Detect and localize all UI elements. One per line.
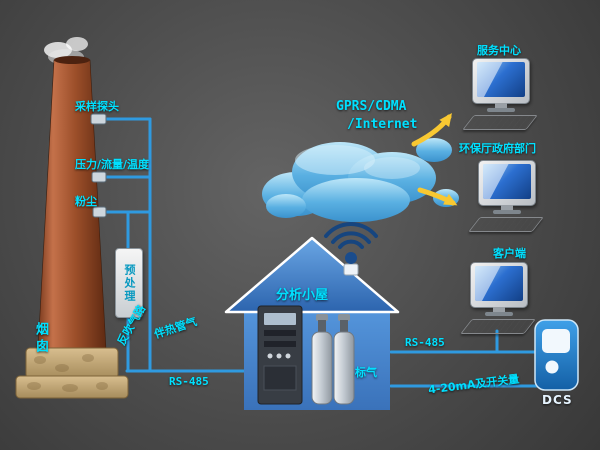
cloud-label-line1: GPRS/CDMA [336, 99, 407, 114]
internet-cloud-icon [262, 138, 459, 222]
screen [477, 62, 525, 97]
monitor-icon [470, 262, 528, 308]
antenna-ball-icon [345, 252, 357, 264]
pressure-flow-temp-label: 压力/流量/温度 [75, 158, 150, 171]
monitor-stand [501, 205, 513, 210]
monitor-base [487, 108, 515, 112]
epa-department-label: 环保厅政府部门 [459, 142, 536, 155]
dust-label: 粉尘 [75, 195, 97, 208]
analysis-house-label: 分析小屋 [276, 288, 329, 303]
probe-label: 采样探头 [75, 100, 119, 113]
monitor-base [493, 210, 521, 214]
arrow-to-epa-icon [417, 187, 458, 206]
monitor-stand [493, 307, 505, 312]
monitor-base [485, 312, 513, 316]
service-center-label: 服务中心 [477, 44, 521, 57]
computer-client [460, 262, 538, 336]
chimney-label: 烟囱 [33, 322, 48, 356]
monitor-stand [495, 103, 507, 108]
cloud-label-line2: /Internet [347, 117, 418, 132]
sample-pipes [98, 117, 554, 388]
uplink-arrows [411, 112, 458, 206]
computer-epa-department [468, 160, 546, 234]
arrow-to-service-icon [411, 112, 452, 147]
pressure-sensor-icon [91, 171, 107, 183]
chimney-sensors [90, 113, 107, 218]
pretreatment-unit: 预处理 [115, 248, 143, 318]
keyboard-icon [460, 319, 536, 334]
screen [475, 266, 523, 301]
chimney-stack [15, 37, 129, 399]
analyzer-cabinet-icon [257, 305, 303, 405]
chimney-mouth [54, 56, 90, 64]
dust-sensor-icon [92, 206, 107, 218]
rs485-left-label: RS-485 [169, 375, 209, 388]
screen-glare [475, 266, 504, 301]
dcs-label: DCS [542, 393, 573, 407]
screen-glare [477, 62, 506, 97]
keyboard-icon [468, 217, 544, 232]
monitor-icon [472, 58, 530, 104]
monitor-icon [478, 160, 536, 206]
dcs-device-icon [534, 319, 579, 391]
stone-texture [27, 354, 108, 392]
wifi-icon [324, 222, 378, 249]
pretreatment-label: 预处理 [123, 263, 136, 303]
standard-gas-label: 标气 [355, 366, 377, 379]
analysis-house [224, 222, 400, 410]
smoke-puff [66, 37, 88, 51]
computer-service-center [462, 58, 540, 132]
rs485-right-label: RS-485 [405, 336, 445, 349]
chimney-base-lower [15, 375, 129, 399]
client-label: 客户端 [493, 247, 526, 260]
antenna-mount [343, 263, 359, 276]
screen-glare [483, 164, 512, 199]
screen [483, 164, 531, 199]
probe-sensor-icon [90, 113, 107, 125]
gas-cylinders-icon [311, 314, 355, 405]
keyboard-icon [462, 115, 538, 130]
